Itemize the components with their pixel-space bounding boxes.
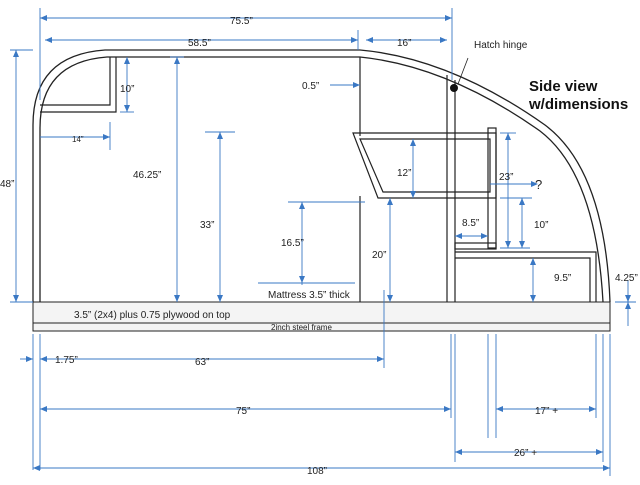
dim-fender-height: 4.25” [615,273,638,284]
dim-interior-height: 46.25” [133,170,161,181]
dim-cabinet-width: 14” [72,135,84,144]
dim-galley-upper: 23” [499,172,513,183]
front-cabinet [40,57,117,113]
dim-cabin-top: 58.5” [188,38,211,49]
frame-note: 2inch steel frame [271,323,332,332]
hatch-hinge-label: Hatch hinge [474,40,528,51]
mattress-note: Mattress 3.5” thick [268,290,351,301]
floor-assembly [32,301,611,332]
dim-wall-thickness: 0.5” [302,81,319,92]
title-line-2: w/dimensions [528,96,628,113]
dim-height-33: 33” [200,220,214,231]
steel-frame [32,322,611,332]
dim-width-75: 75” [236,406,250,417]
dim-height-left: 48” [0,179,14,190]
dim-galley-gap: 8.5” [462,218,479,229]
plywood-note: 3.5” (2x4) plus 0.75 plywood on top [74,310,231,321]
dim-overall-bottom: 108” [307,466,327,477]
hatch-hinge-icon [450,84,458,92]
dim-galley-26: 26” + [514,448,537,459]
inner-profile [39,56,604,303]
dim-counter-height: 9.5” [554,273,571,284]
dimension-lines [10,8,636,476]
labels: Side view w/dimensions Hatch hinge 75.5”… [0,16,638,477]
outer-profile [32,49,611,303]
galley-structure [454,127,597,302]
dim-galley-top: 16” [397,38,411,49]
question-mark: ? [535,177,542,192]
bulkhead [359,57,456,302]
dim-bulkhead-height: 20” [372,250,386,261]
trailer-shell [32,49,611,303]
hatch-hinge-leader [457,57,469,85]
angled-shelf [352,132,497,199]
dim-galley-shelf: 10” [534,220,548,231]
dim-width-63: 63” [195,357,209,368]
dim-overall-top: 75.5” [230,16,253,27]
title-line-1: Side view [529,78,598,95]
dim-shelf-depth: 12” [397,168,411,179]
arrowheads [13,15,631,471]
dim-galley-17: 17” + [535,406,558,417]
dim-front-offset: 1.75” [55,355,78,366]
dim-cabinet-height: 10” [120,84,134,95]
dim-height-16-5: 16.5” [281,238,304,249]
